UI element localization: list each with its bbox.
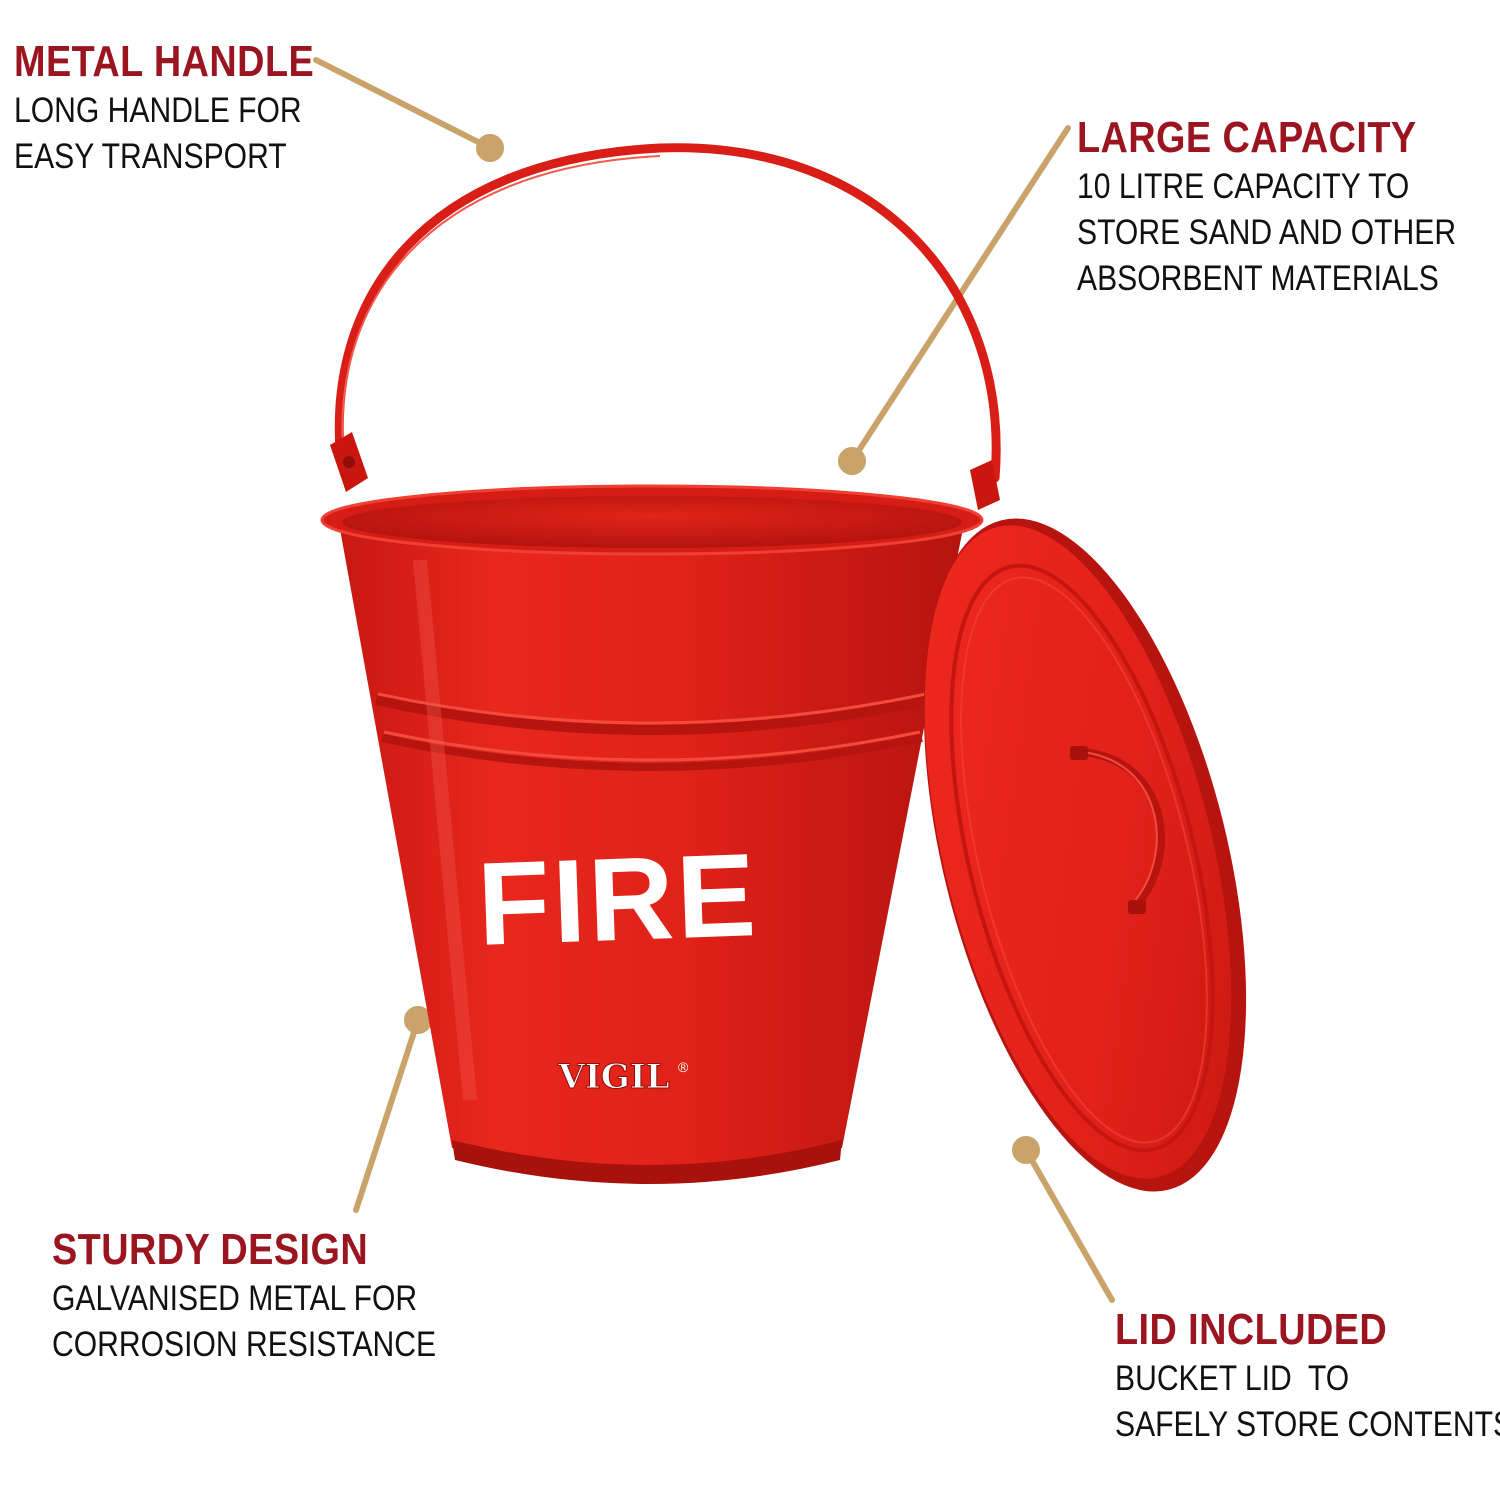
callout-line: SAFELY STORE CONTENTS [1115,1405,1500,1444]
leader-dot-design [404,1006,432,1034]
callout-description: LONG HANDLE FOR EASY TRANSPORT [14,88,314,180]
brand-registered-mark: ® [678,1059,689,1075]
callout-lid-included: LID INCLUDED BUCKET LID TO SAFELY STORE … [1115,1304,1500,1448]
callout-line: STORE SAND AND OTHER [1077,213,1457,252]
callout-large-capacity: LARGE CAPACITY 10 LITRE CAPACITY TO STOR… [1077,112,1500,302]
bucket-body [338,518,965,1184]
leader-dot-handle [476,134,504,162]
callout-sturdy-design: STURDY DESIGN GALVANISED METAL FOR CORRO… [52,1224,499,1368]
callout-description: GALVANISED METAL FOR CORROSION RESISTANC… [52,1276,436,1368]
callout-line: CORROSION RESISTANCE [52,1325,437,1364]
callout-description: BUCKET LID TO SAFELY STORE CONTENTS [1115,1356,1500,1448]
callout-metal-handle: METAL HANDLE LONG HANDLE FOR EASY TRANSP… [14,36,363,180]
leader-line-design [353,1017,421,1213]
callout-heading: METAL HANDLE [14,37,315,86]
callout-line: BUCKET LID TO [1115,1359,1350,1398]
callout-line: LONG HANDLE FOR [14,91,302,130]
callout-line: 10 LITRE CAPACITY TO [1077,167,1410,206]
callout-line: ABSORBENT MATERIALS [1077,259,1439,298]
leader-line-lid [1023,1147,1115,1303]
callout-heading: LID INCLUDED [1115,1305,1388,1354]
brand-logo-text: VIGIL [557,1057,669,1097]
callout-line: EASY TRANSPORT [14,137,287,176]
bucket-handle [330,143,1001,510]
leader-dot-capacity [838,447,866,475]
leader-line-handle [313,57,493,151]
callout-line: GALVANISED METAL FOR [52,1279,418,1318]
callout-heading: STURDY DESIGN [52,1225,369,1274]
bucket-opening [320,484,984,556]
callout-description: 10 LITRE CAPACITY TO STORE SAND AND OTHE… [1077,164,1456,302]
bucket-fire-label: FIRE [475,829,760,971]
bucket-lid [923,518,1247,1192]
callout-heading: LARGE CAPACITY [1077,113,1417,162]
leader-dot-lid [1012,1136,1040,1164]
